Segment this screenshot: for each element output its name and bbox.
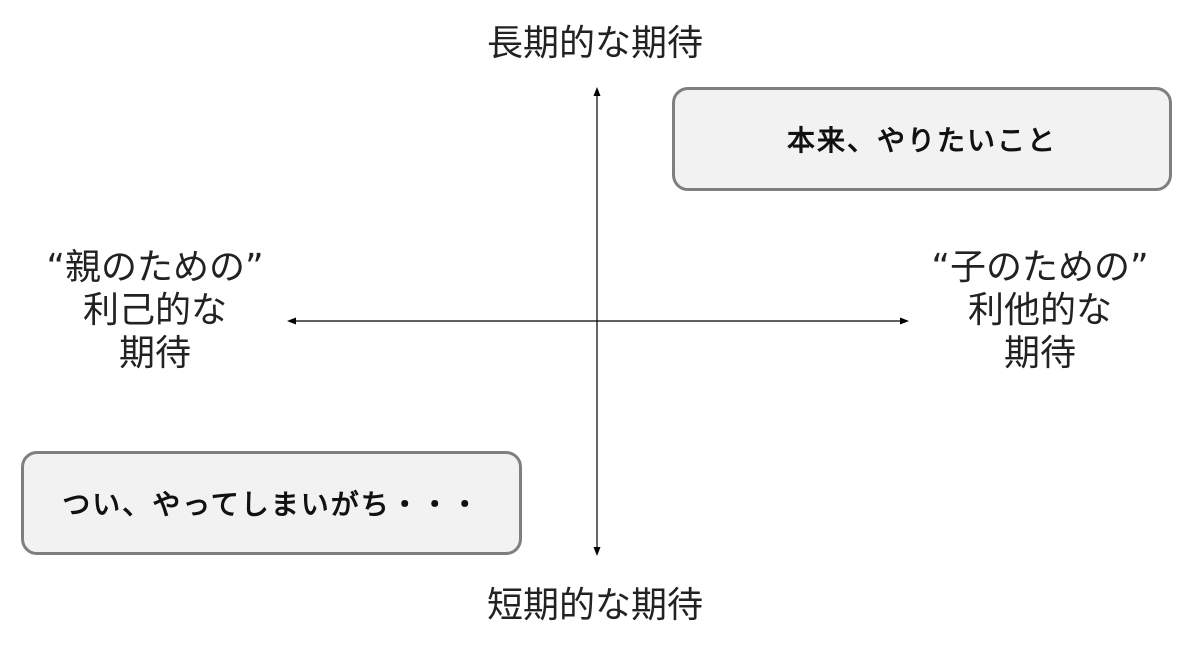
quadrant-box-top-right: 本来、やりたいこと (672, 87, 1172, 191)
axis-arrow-left-icon (287, 317, 296, 325)
axis-label-right-line: 期待 (1003, 333, 1076, 374)
quadrant-box-bottom-left-text: つい、やってしまいがち・・・ (62, 488, 481, 521)
axis-label-left-line: “親のための” (46, 247, 264, 288)
quadrant-box-top-right-text: 本来、やりたいこと (786, 124, 1057, 157)
axis-label-right-line: 利他的な (967, 290, 1112, 331)
axis-label-right-line: “子のための” (931, 247, 1149, 288)
axis-arrow-right-icon (900, 317, 909, 325)
axis-label-left: “親のための” 利己的な 期待 (20, 246, 290, 375)
axis-arrow-down-icon (593, 547, 601, 556)
axis-arrow-up-icon (593, 87, 601, 96)
quadrant-box-bottom-left: つい、やってしまいがち・・・ (21, 451, 522, 555)
axis-label-top: 長期的な期待 (486, 23, 703, 64)
axis-label-bottom: 短期的な期待 (486, 585, 703, 626)
axis-label-left-line: 利己的な (82, 290, 227, 331)
axis-label-left-line: 期待 (118, 333, 191, 374)
horizontal-axis (287, 317, 909, 325)
axis-label-right: “子のための” 利他的な 期待 (900, 246, 1180, 375)
